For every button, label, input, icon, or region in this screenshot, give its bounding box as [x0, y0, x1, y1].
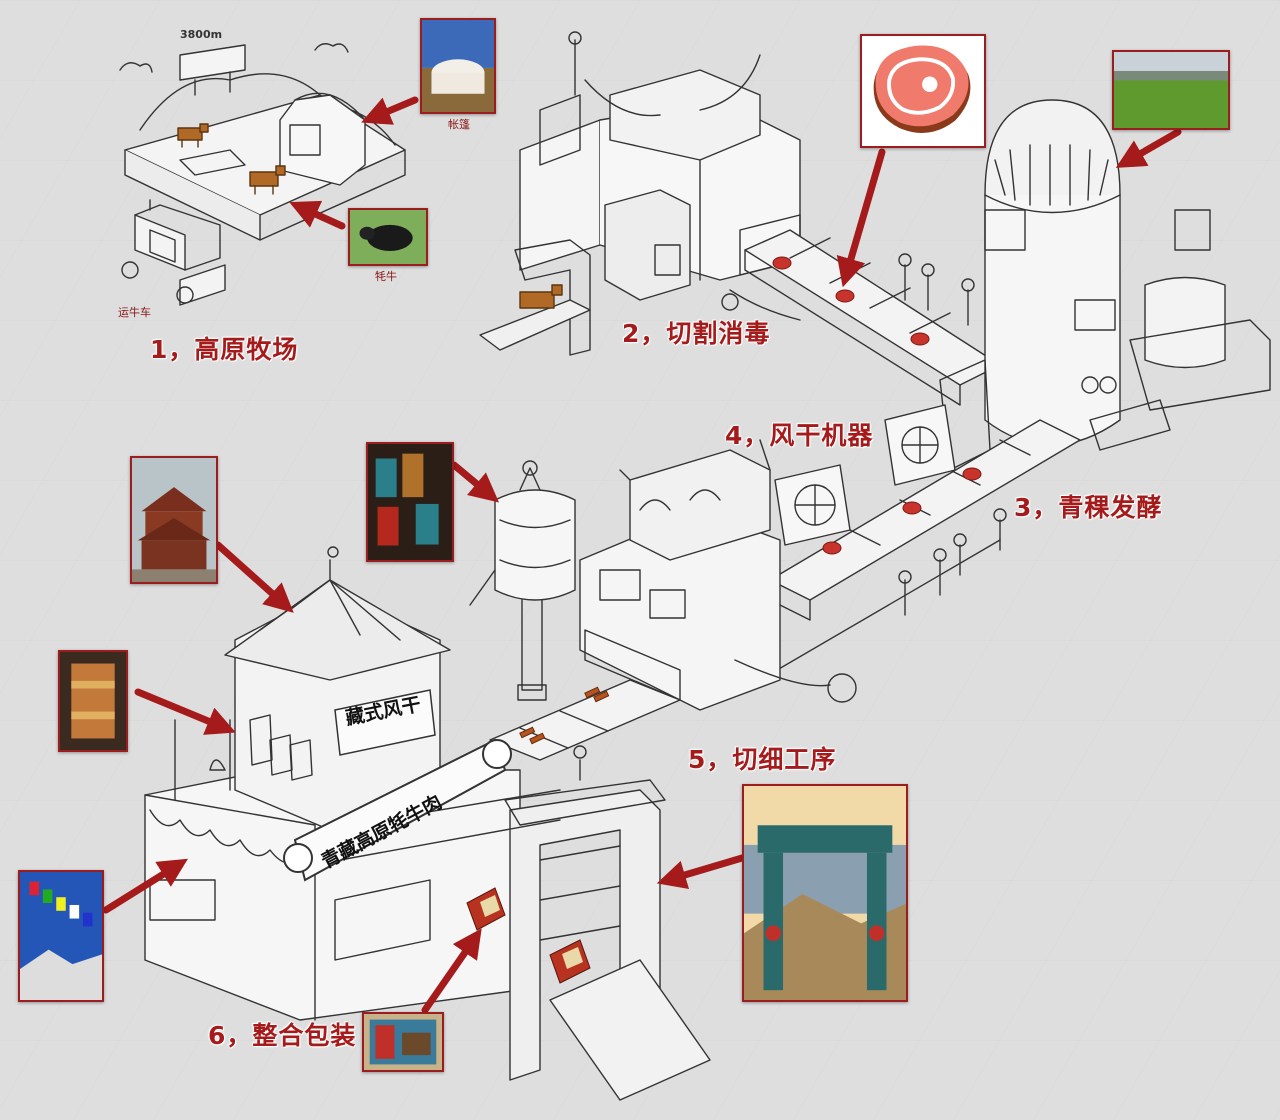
yak-figure-3	[519, 284, 563, 309]
meat-strip	[593, 690, 610, 703]
package-photo	[362, 1012, 444, 1072]
step-5-label: 5，切细工序	[688, 745, 837, 774]
step-3-label: 3，青稞发酵	[1014, 493, 1163, 522]
arrow-wheel	[134, 688, 236, 735]
arrow-yak	[289, 200, 346, 230]
meat-piece	[910, 332, 930, 346]
prayer-wheel-photo	[58, 650, 128, 752]
brand-banner	[283, 738, 512, 882]
dry-sign	[334, 689, 436, 756]
yurt-caption: 帐篷	[448, 118, 470, 131]
fan-box-1	[774, 464, 851, 546]
step-1-label: 1，高原牧场	[150, 335, 299, 364]
prayer-flags-photo	[18, 870, 104, 1002]
arrow-yurt	[361, 96, 419, 125]
arrow-barley	[1115, 128, 1182, 168]
meat-piece	[962, 467, 982, 481]
prayer-wheel-tower-sketch	[469, 460, 576, 701]
meat-strip	[584, 686, 601, 699]
slicing-machine-sketch	[579, 439, 857, 711]
pasture-sketch	[119, 43, 406, 241]
cutting-machine-sketch	[479, 31, 801, 356]
arrow-temple	[214, 541, 294, 613]
meat-icon	[860, 34, 986, 148]
arrow-package	[421, 928, 482, 1014]
arrow-flags	[102, 858, 188, 914]
arrow-gate	[656, 854, 746, 890]
yak-caption: 牦牛	[375, 270, 397, 283]
cattle-cart-sketch	[121, 199, 226, 306]
fermentation-tower-sketch	[939, 99, 1271, 471]
meat-strip	[519, 726, 536, 739]
fan-box-2	[884, 404, 956, 486]
meat-piece	[772, 256, 792, 270]
step-6-label: 6，整合包装	[208, 1021, 357, 1050]
meat-piece	[902, 501, 922, 515]
yak-figure-1	[177, 123, 209, 148]
altitude-caption: 3800m	[180, 28, 223, 41]
arrow-prayer-wheels	[450, 461, 500, 503]
yak-photo	[348, 208, 428, 266]
cart-caption: 运牛车	[118, 306, 151, 319]
meat-piece	[835, 289, 855, 303]
gate-photo	[742, 784, 908, 1002]
meat-piece	[822, 541, 842, 555]
arrow-meat-icon	[836, 148, 886, 288]
barley-field-photo	[1112, 50, 1230, 130]
yurt-photo	[420, 18, 496, 114]
yak-figure-2	[249, 165, 286, 195]
meat-strip	[529, 732, 546, 745]
package-box-2	[549, 939, 591, 984]
package-box-1	[466, 887, 506, 931]
temple-photo	[130, 456, 218, 584]
step-4-label: 4，风干机器	[725, 421, 874, 450]
prayer-wheels-photo	[366, 442, 454, 562]
conveyor-belt-upper	[744, 229, 1001, 406]
step-2-label: 2，切割消毒	[622, 319, 771, 348]
